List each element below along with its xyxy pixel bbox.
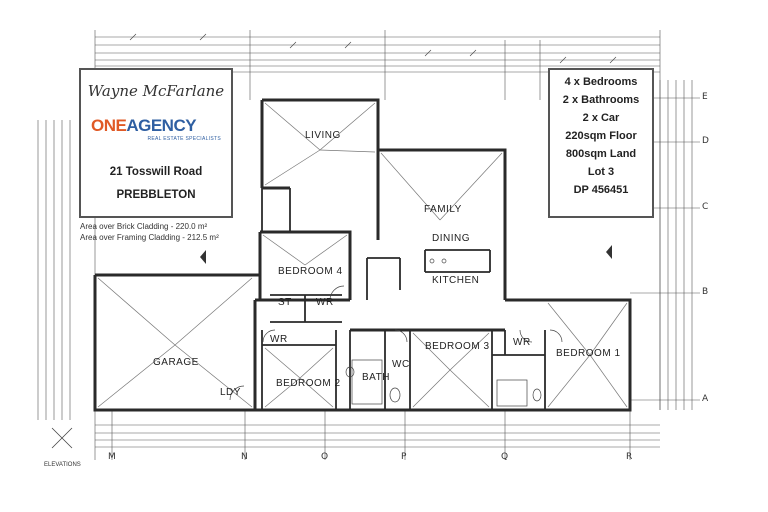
room-bedroom-3: BEDROOM 3: [425, 341, 490, 352]
elevations-label: ELEVATIONS: [44, 462, 81, 468]
agent-name: Wayne McFarlane: [87, 82, 225, 100]
room-bedroom-1: BEDROOM 1: [556, 348, 621, 359]
address-line-1: 21 Tosswill Road: [109, 166, 203, 178]
room-wardrobe-bed4: WR: [316, 297, 334, 308]
grid-letter-right: B: [702, 287, 709, 297]
room-storage: ST: [278, 297, 292, 308]
room-dining: DINING: [432, 233, 470, 244]
room-bath: BATH: [362, 372, 390, 383]
framing-cladding-area: Area over Framing Cladding - 212.5 m²: [80, 233, 219, 242]
grid-letter-bottom: M: [108, 452, 116, 462]
land-area: 800sqm Land: [565, 148, 637, 160]
dp-number: DP 456451: [573, 184, 629, 196]
room-bedroom-2: BEDROOM 2: [276, 378, 341, 389]
room-family: FAMILY: [424, 204, 462, 215]
one-agency-logo: ONEAGENCY REAL ESTATE SPECIALISTS: [91, 116, 221, 144]
room-wardrobe-bed2: WR: [270, 334, 288, 345]
lot-number: Lot 3: [587, 166, 615, 178]
brick-cladding-area: Area over Brick Cladding - 220.0 m²: [80, 222, 208, 231]
grid-letter-bottom: N: [241, 452, 248, 462]
address-line-2: PREBBLETON: [116, 189, 196, 201]
room-laundry: LDY: [220, 387, 241, 398]
grid-letter-bottom: O: [321, 452, 329, 462]
grid-letter-right: D: [702, 136, 709, 146]
grid-letter-bottom: R: [626, 452, 633, 462]
logo-one-text: ONE: [91, 116, 127, 135]
room-wc: WC: [392, 359, 410, 370]
property-details-box: 4 x Bedrooms 2 x Bathrooms 2 x Car 220sq…: [548, 68, 654, 218]
room-living: LIVING: [305, 130, 341, 141]
room-bedroom-4: BEDROOM 4: [278, 266, 343, 277]
garage-capacity: 2 x Car: [582, 112, 620, 124]
agent-info-box: Wayne McFarlane ONEAGENCY REAL ESTATE SP…: [79, 68, 233, 218]
grid-letter-bottom: Q: [501, 452, 509, 462]
bathrooms-count: 2 x Bathrooms: [562, 94, 640, 106]
floor-area: 220sqm Floor: [565, 130, 637, 142]
grid-letter-bottom: P: [401, 452, 407, 462]
bedrooms-count: 4 x Bedrooms: [564, 76, 638, 88]
grid-letter-right: A: [702, 394, 709, 404]
room-garage: GARAGE: [153, 357, 199, 368]
logo-agency-text: AGENCY: [126, 116, 197, 135]
logo-tagline: REAL ESTATE SPECIALISTS: [147, 136, 221, 142]
room-wardrobe-bed1: WR: [513, 337, 531, 348]
grid-letter-right: E: [702, 92, 708, 102]
room-kitchen: KITCHEN: [432, 275, 480, 286]
grid-letter-right: C: [702, 202, 709, 212]
